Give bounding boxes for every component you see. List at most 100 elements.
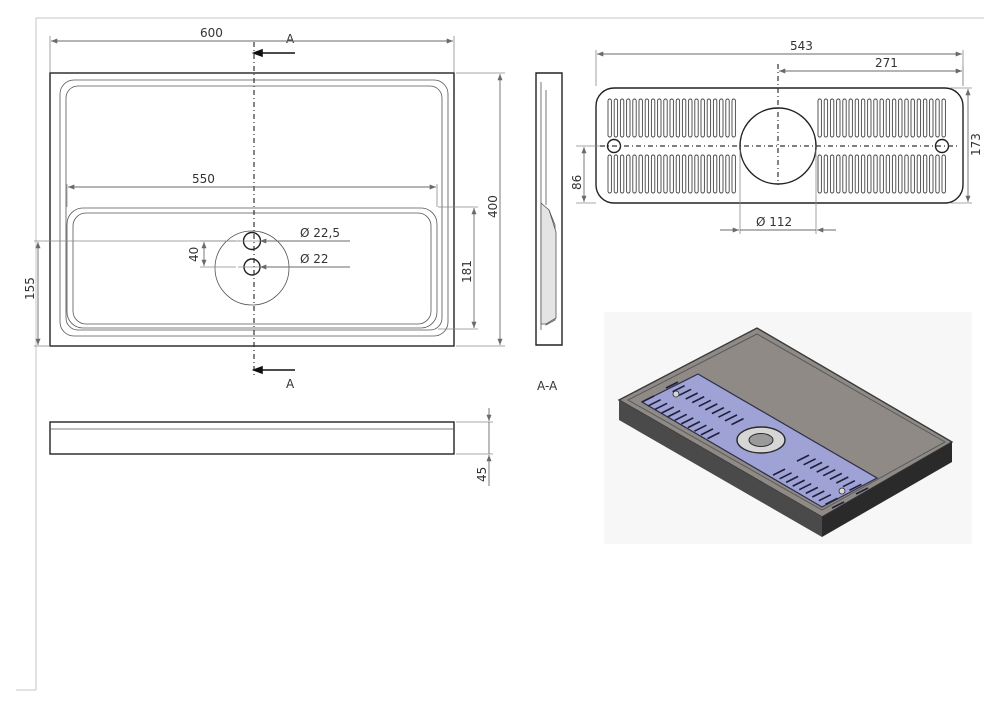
dim-text-181: 181: [460, 260, 474, 283]
grate-render-slot: [792, 479, 806, 487]
grate-slot: [650, 98, 656, 138]
grate-slot: [731, 154, 736, 194]
grate-render-slot: [731, 417, 744, 426]
front-view: A A 600 550 400 181 155 40: [23, 26, 505, 391]
grate-render-slot: [818, 493, 832, 502]
grate-slot: [867, 154, 872, 194]
grate-slot: [626, 154, 631, 194]
grate-slot: [663, 154, 668, 194]
grate-render-slot: [691, 395, 705, 404]
tray-rim-line: [626, 333, 947, 511]
grate-slot: [688, 154, 693, 194]
drain-boss: [214, 230, 290, 306]
grate-render-slot: [835, 476, 849, 484]
grate-slot: [657, 98, 662, 138]
grate-slot: [626, 98, 631, 138]
tray-side-face: [822, 442, 952, 537]
dim-text-173: 173: [969, 133, 983, 156]
grate-render-slot: [700, 428, 714, 436]
grate-render-slot: [805, 486, 819, 495]
grate-slot: [860, 98, 866, 138]
grate-slot: [898, 98, 903, 138]
dim-text-45: 45: [475, 467, 489, 482]
grate-slot: [638, 154, 643, 194]
grate-slot: [941, 154, 946, 194]
grate-slot: [619, 98, 625, 138]
grate-render-slot: [685, 392, 699, 400]
grate-slot: [823, 154, 829, 194]
grate-render-slot: [798, 482, 812, 491]
grate-render-slot: [704, 403, 718, 411]
grate-view: 543 271 173 86 Ø 112: [570, 39, 983, 234]
grate-slot: [650, 154, 656, 194]
grate-slot: [929, 154, 934, 194]
grate-render-slot: [822, 468, 836, 477]
grate-slot: [916, 98, 922, 138]
grate-slot: [706, 98, 712, 138]
grate-render-slot: [641, 395, 655, 403]
grate-slot: [829, 154, 835, 194]
grate-render-slot: [796, 454, 810, 462]
grate-render-hole-left: [672, 390, 680, 398]
grate-slots: [607, 98, 946, 194]
tray-front-face: [619, 400, 822, 537]
dim-text-dia-112: Ø 112: [756, 215, 792, 229]
grate-slot: [848, 98, 853, 138]
grate-slot: [638, 98, 643, 138]
section-arrow-bottom: [251, 365, 295, 375]
side-view: 45: [49, 408, 493, 486]
grate-slot: [663, 98, 668, 138]
grate-render-slot: [785, 475, 799, 484]
grate-slot: [700, 98, 705, 138]
section-view-label: A-A: [537, 379, 558, 393]
grate-slot: [916, 154, 922, 194]
dim-text-550: 550: [192, 172, 215, 186]
grate-render-slot: [779, 472, 792, 480]
dim-text-40: 40: [187, 247, 201, 262]
grate-slot: [706, 154, 712, 194]
grate-slot: [632, 154, 637, 194]
drain-render-center: [748, 433, 774, 447]
grate-slot: [922, 98, 928, 138]
grate-render-slot: [665, 381, 679, 389]
grate-slot: [910, 98, 915, 138]
dim-text-dia-22: Ø 22: [300, 252, 329, 266]
grate-slot: [891, 98, 897, 138]
section-label-top: A: [286, 32, 295, 46]
grate-render-slot: [849, 483, 862, 492]
grate-slot: [854, 98, 860, 138]
grate-slot: [681, 154, 687, 194]
grate-slot: [904, 98, 909, 138]
grate-render-slot: [842, 479, 856, 488]
grate-render-slot: [674, 413, 688, 422]
grate-slot: [922, 154, 928, 194]
grate-slot: [873, 154, 878, 194]
grate-render-slot: [803, 458, 816, 466]
grate-slot: [829, 98, 835, 138]
grate-slot: [657, 154, 662, 194]
grate-slot: [854, 154, 860, 194]
grate-render-slot: [678, 388, 692, 397]
grate-render-slot: [724, 414, 738, 422]
grate-slot: [694, 154, 699, 194]
grate-render-slot: [707, 431, 720, 440]
grate-slot: [613, 98, 619, 138]
grate-slot: [836, 154, 841, 194]
grate-slot: [929, 98, 934, 138]
dim-text-400: 400: [486, 195, 500, 218]
grate-slot: [669, 154, 674, 194]
grate-render-slot: [855, 487, 869, 495]
grate-slot: [817, 154, 822, 194]
dim-text-600: 600: [200, 26, 223, 40]
grate-slot: [675, 154, 681, 194]
grate-slot: [694, 98, 699, 138]
grate-slot: [941, 98, 946, 138]
drain-well-outer: [66, 207, 438, 329]
dim-text-271: 271: [875, 56, 898, 70]
grate-slot: [879, 98, 884, 138]
grate-render-slot: [816, 465, 830, 473]
dim-text-dia-22-5: Ø 22,5: [300, 226, 340, 240]
grate-slot: [935, 154, 940, 194]
grate-render-slot: [829, 472, 843, 481]
section-arrow-top: [251, 48, 295, 58]
